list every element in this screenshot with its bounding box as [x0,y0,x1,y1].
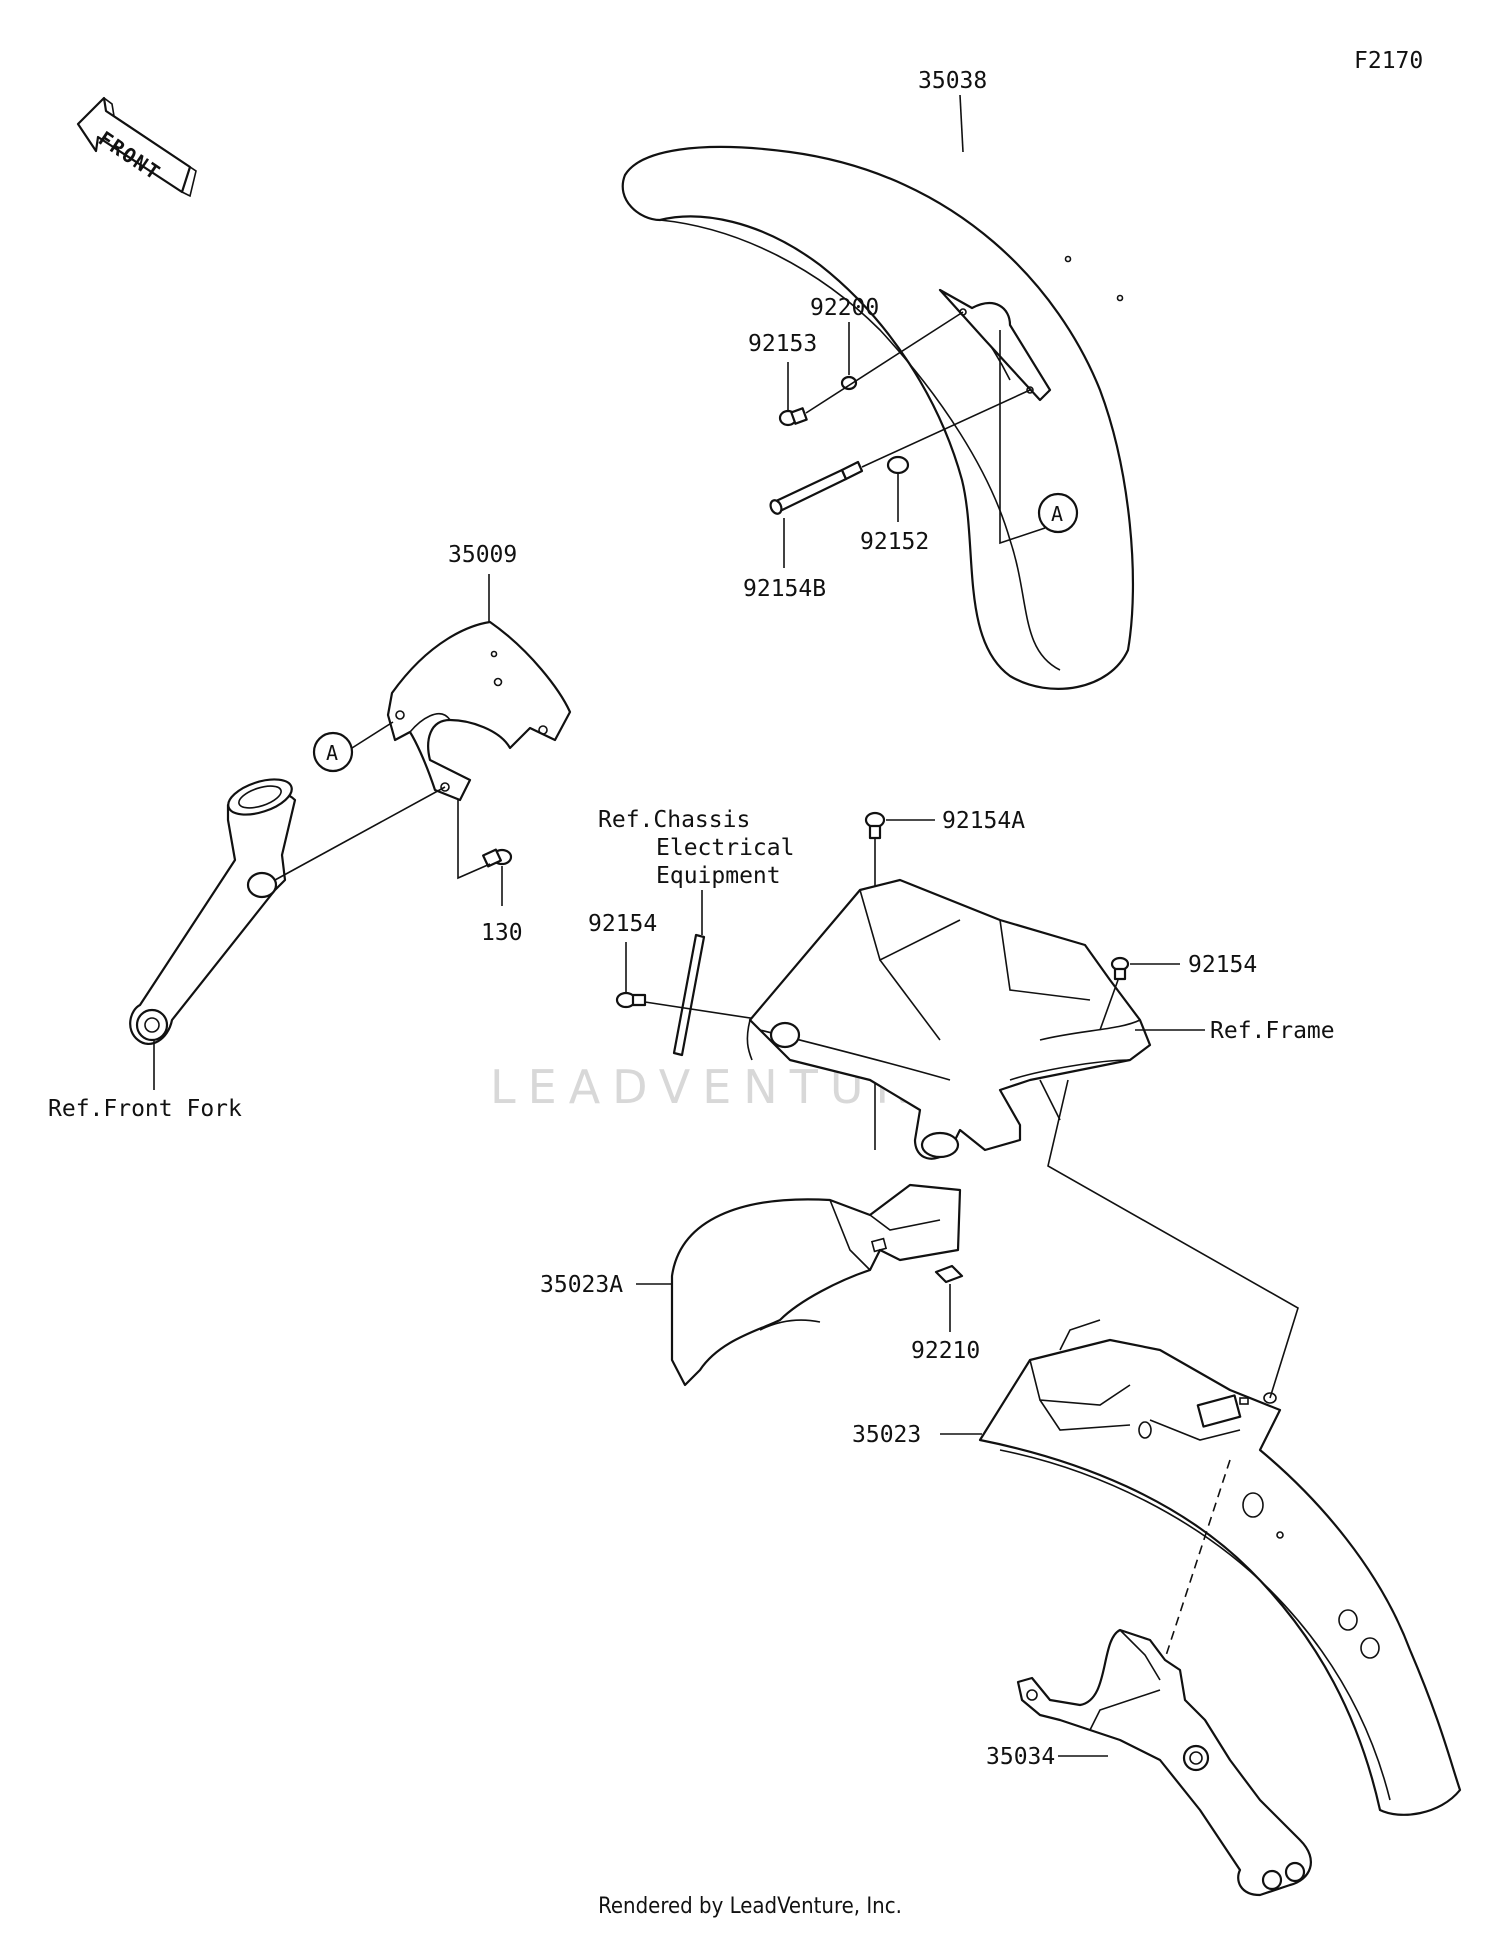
bolt-92153 [778,407,808,427]
leader-collar-to-fender [861,389,1031,468]
label-92210: 92210 [911,1338,980,1364]
leader-fork-to-bracket [274,786,446,881]
bolt-92154A [864,811,886,840]
rear-fender [978,1319,1462,1816]
washer-92200 [840,375,858,391]
label-ref-chassis-line3: Equipment [656,863,781,889]
electrical-bracket [672,933,706,1057]
label-ref-chassis-line1: Ref.Chassis [598,807,750,833]
leader-callout-a-right [999,330,1046,545]
label-130: 130 [481,920,523,946]
leader-35038 [959,94,964,153]
label-35023A: 35023A [540,1272,623,1298]
frame [746,878,1152,1160]
footer-credit: Rendered by LeadVenture, Inc. [598,1894,902,1919]
front-fender-bracket [386,620,572,802]
label-ref-front-fork: Ref.Front Fork [48,1096,242,1122]
rear-fender-stay [1016,1628,1312,1897]
leader-92154-right-down [1099,979,1119,1031]
label-92153: 92153 [748,331,817,357]
collar-92152 [886,455,910,475]
callout-a-left [312,731,354,773]
leader-callout-a-left [351,721,394,749]
nut-92210 [934,1264,964,1284]
bolt-92154-left [615,991,647,1009]
callout-a-right [1037,492,1079,534]
bolt-92154-right [1110,956,1130,981]
leader-frame-to-rear-fender [1047,1079,1299,1399]
label-ref-frame: Ref.Frame [1210,1018,1335,1044]
label-35038: 35038 [918,68,987,94]
label-92154-right: 92154 [1188,952,1257,978]
bolt-130 [482,848,513,868]
leader-bolt-to-fender [805,311,964,414]
label-92154-left: 92154 [588,911,657,937]
callout-a-right-label: A [1051,502,1063,526]
label-35009: 35009 [448,542,517,568]
bolt-92154B [769,460,864,515]
front-direction-arrow-icon: FRONT [76,96,197,198]
label-92154B: 92154B [743,576,826,602]
label-35023: 35023 [852,1422,921,1448]
callout-a-left-label: A [326,741,338,765]
label-92200: 92200 [810,295,879,321]
label-92152: 92152 [860,529,929,555]
leader-130-bolt [457,800,491,880]
inner-rear-fender [670,1183,962,1387]
label-92154A: 92154A [942,808,1025,834]
label-ref-chassis-line2: Electrical [656,835,794,861]
front-fork [129,778,297,1045]
dashed-leader-fender-to-stay [1157,1459,1231,1681]
front-fender [621,145,1135,690]
figure-code: F2170 [1354,48,1423,74]
label-35034: 35034 [986,1744,1055,1770]
